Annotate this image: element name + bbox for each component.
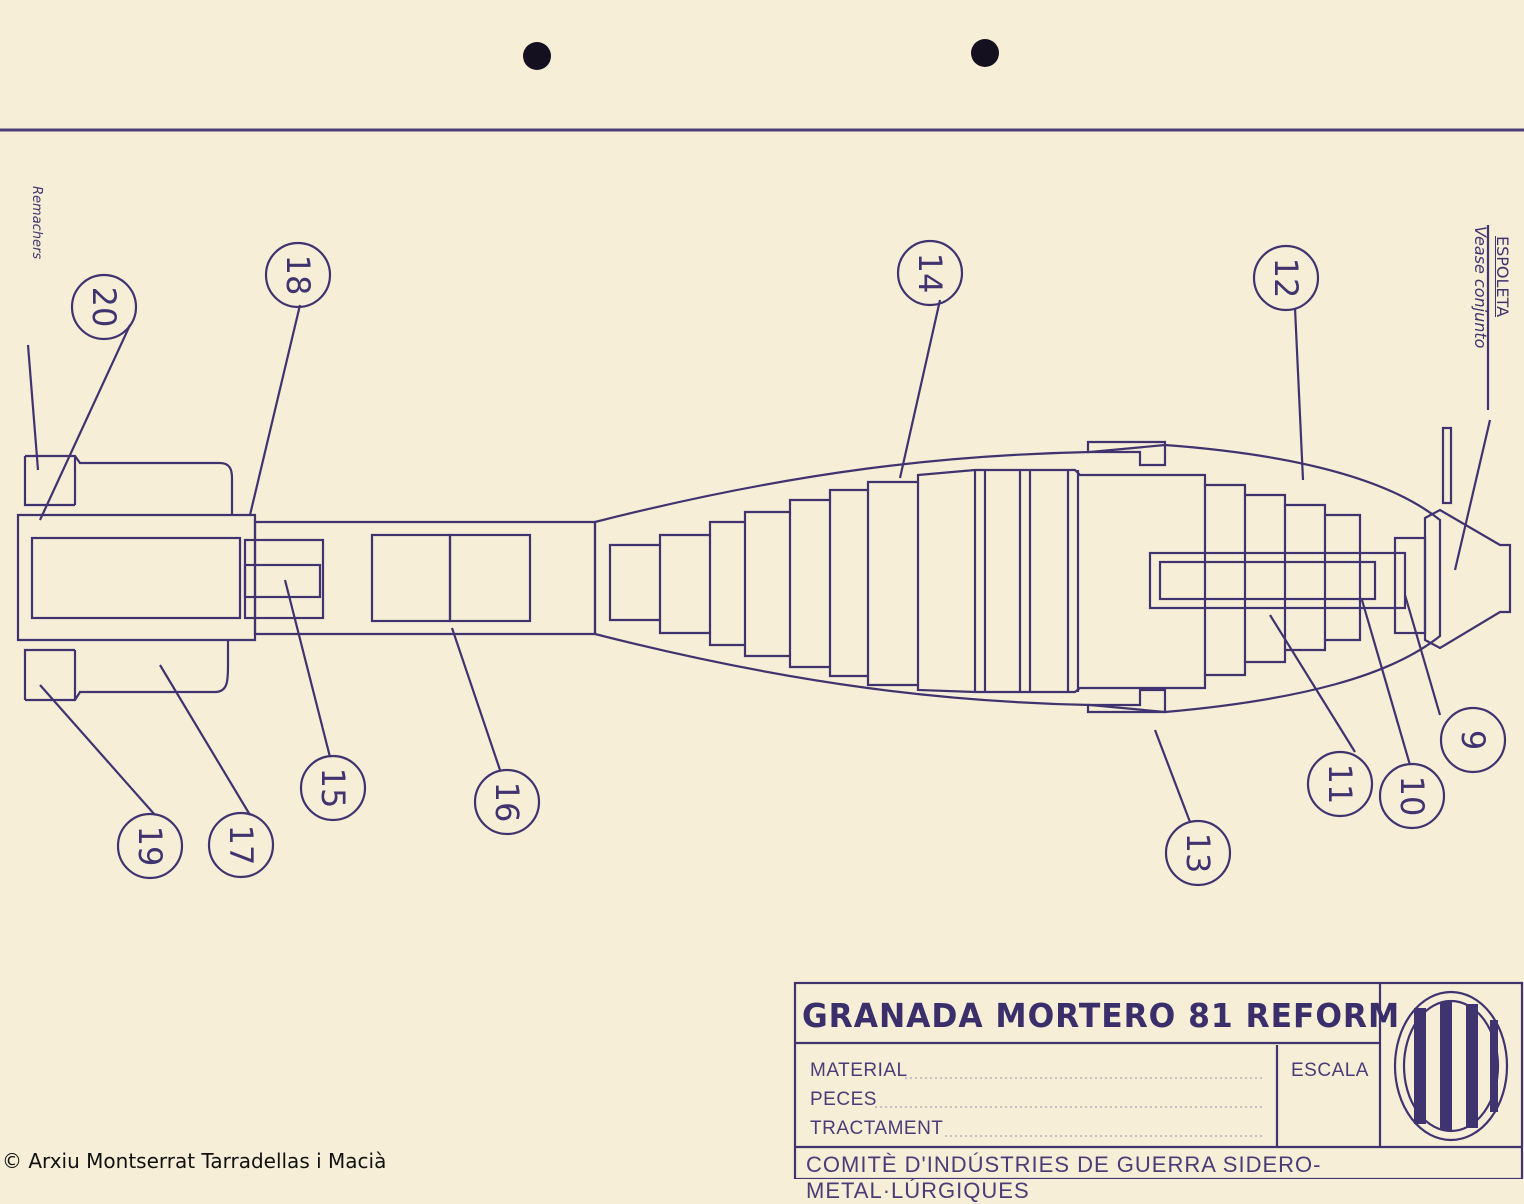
- fuze-reference-note: Vease conjunto: [1471, 226, 1490, 349]
- punch-hole: [523, 42, 551, 70]
- field-dotted-lines: [875, 1077, 1265, 1137]
- part-labels: 20 18 14 12 9 10 11 13 16 15 17 19: [70, 239, 1507, 887]
- title-block-footer: COMITÈ D'INDÚSTRIES DE GUERRA SIDERO-MET…: [806, 1152, 1322, 1203]
- rivets-note: Remachers: [29, 186, 44, 260]
- svg-text:10: 10: [1393, 776, 1431, 817]
- escala-field-label: ESCALA: [1291, 1060, 1369, 1081]
- svg-text:14: 14: [911, 253, 949, 294]
- svg-text:17: 17: [222, 825, 260, 866]
- svg-text:20: 20: [85, 287, 123, 328]
- catalan-coat-of-arms-emblem: [1393, 990, 1509, 1142]
- svg-text:9: 9: [1454, 730, 1492, 750]
- leader-lines: [26, 225, 1492, 823]
- part-label-13: 13: [1164, 819, 1232, 887]
- part-label-17: 17: [207, 811, 275, 879]
- part-label-14: 14: [896, 239, 964, 307]
- part-label-19: 19: [116, 812, 184, 880]
- svg-text:12: 12: [1267, 258, 1305, 299]
- punch-hole: [971, 39, 999, 67]
- svg-text:16: 16: [488, 782, 526, 823]
- part-label-20: 20: [70, 273, 138, 341]
- part-label-15: 15: [299, 754, 367, 822]
- part-label-12: 12: [1252, 244, 1320, 312]
- peces-field-label: PECES: [810, 1089, 877, 1110]
- fuze-note: ESPOLETA: [1493, 236, 1512, 318]
- title-block: [793, 981, 1524, 1179]
- drawing-title: GRANADA MORTERO 81 REFORM: [802, 996, 1401, 1035]
- svg-text:18: 18: [279, 255, 317, 296]
- part-label-18: 18: [264, 241, 332, 309]
- archive-credit: © Arxiu Montserrat Tarradellas i Macià: [2, 1149, 387, 1173]
- technical-drawing: 20 18 14 12 9 10 11 13 16 15 17 19: [0, 39, 1524, 1179]
- svg-text:11: 11: [1321, 764, 1359, 805]
- svg-text:15: 15: [314, 768, 352, 809]
- svg-text:13: 13: [1179, 833, 1217, 874]
- part-label-9: 9: [1439, 706, 1507, 774]
- material-field-label: MATERIAL: [810, 1060, 908, 1081]
- tractament-field-label: TRACTAMENT: [810, 1118, 944, 1139]
- part-label-10: 10: [1378, 762, 1446, 830]
- part-label-16: 16: [473, 768, 541, 836]
- grenade-section-view: [16, 426, 1512, 714]
- part-label-11: 11: [1306, 750, 1374, 818]
- svg-text:19: 19: [131, 826, 169, 867]
